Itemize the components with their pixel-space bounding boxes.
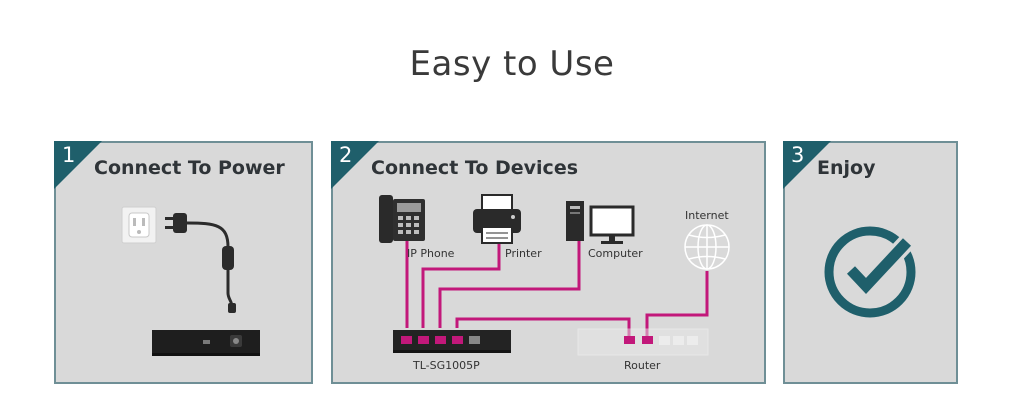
device-label-internet: Internet	[685, 209, 729, 222]
device-label-printer: Printer	[505, 247, 542, 260]
page-title: Easy to Use	[409, 44, 615, 84]
ethernet-cables	[405, 237, 709, 336]
step-title: Enjoy	[817, 157, 876, 179]
devices-illustration: IP Phone Printer Computer Internet	[379, 194, 730, 372]
printer-icon	[473, 194, 521, 244]
step-number: 2	[339, 143, 353, 167]
step-title: Connect To Devices	[371, 157, 579, 179]
step-title: Connect To Power	[94, 157, 285, 179]
computer-icon	[566, 201, 635, 244]
step-number: 1	[62, 143, 76, 167]
globe-icon	[684, 224, 730, 270]
power-plug-icon	[165, 213, 236, 313]
step-badge	[331, 141, 379, 189]
step-2-panel: 2 Connect To Devices IP Phone	[331, 141, 766, 384]
wall-outlet-icon	[121, 206, 157, 244]
enjoy-illustration	[824, 226, 916, 318]
step-badge	[54, 141, 102, 189]
router-ports	[624, 336, 653, 344]
ip-phone-icon	[379, 195, 425, 243]
device-label-computer: Computer	[588, 247, 643, 260]
device-label-switch: TL-SG1005P	[412, 359, 480, 372]
switch-device-icon	[152, 330, 260, 356]
checkmark-icon	[824, 226, 916, 318]
power-illustration	[121, 206, 260, 356]
device-label-router: Router	[624, 359, 661, 372]
step-1-panel: 1 Connect To Power	[54, 141, 313, 384]
step-badge	[783, 141, 831, 189]
step-3-panel: 3 Enjoy	[783, 141, 958, 384]
device-label-ip-phone: IP Phone	[407, 247, 455, 260]
step-number: 3	[791, 143, 805, 167]
switch-device-icon	[393, 330, 511, 353]
